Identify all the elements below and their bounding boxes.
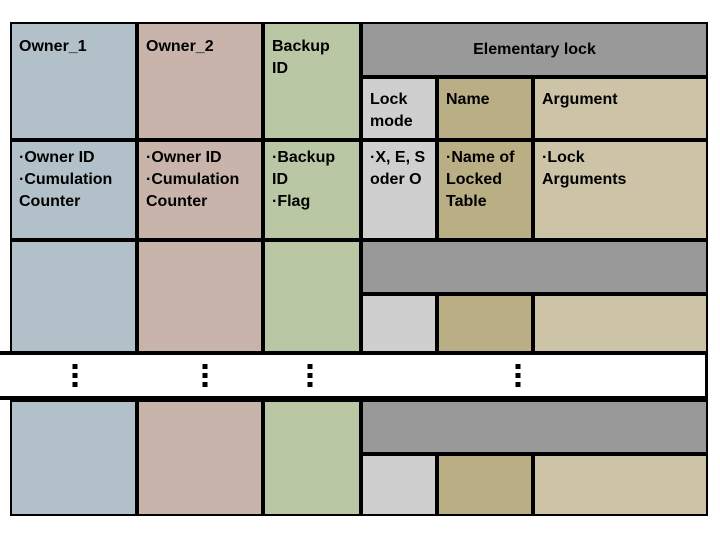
vertical-ellipsis-icon xyxy=(515,364,521,387)
record2-cell-lock-mode xyxy=(363,456,435,514)
header-cell-owner2: Owner_2 xyxy=(139,24,261,138)
record2-elementary-lock-strip xyxy=(363,402,706,452)
header-cell-lock-mode: Lock mode xyxy=(363,79,435,138)
desc-cell-owner1: ·Owner ID ·Cumulation Counter xyxy=(12,142,135,238)
header-label-lock-mode: Lock mode xyxy=(370,91,413,130)
record2-cell-owner2 xyxy=(139,402,261,514)
vertical-ellipsis-icon xyxy=(72,364,78,387)
record1-cell-argument xyxy=(535,296,706,352)
desc-cell-argument: ·Lock Arguments xyxy=(535,142,706,238)
header-label-backup-id: Backup ID xyxy=(272,38,330,77)
record2-cell-argument xyxy=(535,456,706,514)
desc-text-lock-mode: ·X, E, S oder O xyxy=(370,149,426,188)
ellipsis-row xyxy=(0,351,708,400)
header-label-name: Name xyxy=(446,91,490,108)
record1-cell-name xyxy=(439,296,531,352)
lock-table-diagram: Owner_1 Owner_2 Backup ID Elementary loc… xyxy=(10,22,708,516)
desc-cell-owner2: ·Owner ID ·Cumulation Counter xyxy=(139,142,261,238)
record1-cell-owner2 xyxy=(139,242,261,352)
record2-cell-name xyxy=(439,456,531,514)
desc-text-backup-id: ·Backup ID ·Flag xyxy=(272,149,336,210)
header-cell-argument: Argument xyxy=(535,79,706,138)
header-label-owner1: Owner_1 xyxy=(19,38,87,55)
desc-text-owner2: ·Owner ID ·Cumulation Counter xyxy=(146,149,240,210)
desc-text-owner1: ·Owner ID ·Cumulation Counter xyxy=(19,149,113,210)
record1-cell-lock-mode xyxy=(363,296,435,352)
header-label-argument: Argument xyxy=(542,91,618,108)
record1-cell-backup-id xyxy=(265,242,359,352)
vertical-ellipsis-icon xyxy=(202,364,208,387)
desc-cell-name: ·Name of Locked Table xyxy=(439,142,531,238)
record1-cell-owner1 xyxy=(12,242,135,352)
desc-cell-backup-id: ·Backup ID ·Flag xyxy=(265,142,359,238)
header-label-elementary-lock: Elementary lock xyxy=(473,40,596,58)
desc-text-argument: ·Lock Arguments xyxy=(542,149,627,188)
record2-cell-owner1 xyxy=(12,402,135,514)
vertical-ellipsis-icon xyxy=(307,364,313,387)
desc-cell-lock-mode: ·X, E, S oder O xyxy=(363,142,435,238)
header-cell-owner1: Owner_1 xyxy=(12,24,135,138)
header-cell-name: Name xyxy=(439,79,531,138)
header-cell-elementary-lock: Elementary lock xyxy=(363,24,706,75)
desc-text-name: ·Name of Locked Table xyxy=(446,149,515,210)
header-cell-backup-id: Backup ID xyxy=(265,24,359,138)
record1-elementary-lock-strip xyxy=(363,242,706,292)
header-label-owner2: Owner_2 xyxy=(146,38,214,55)
record2-cell-backup-id xyxy=(265,402,359,514)
